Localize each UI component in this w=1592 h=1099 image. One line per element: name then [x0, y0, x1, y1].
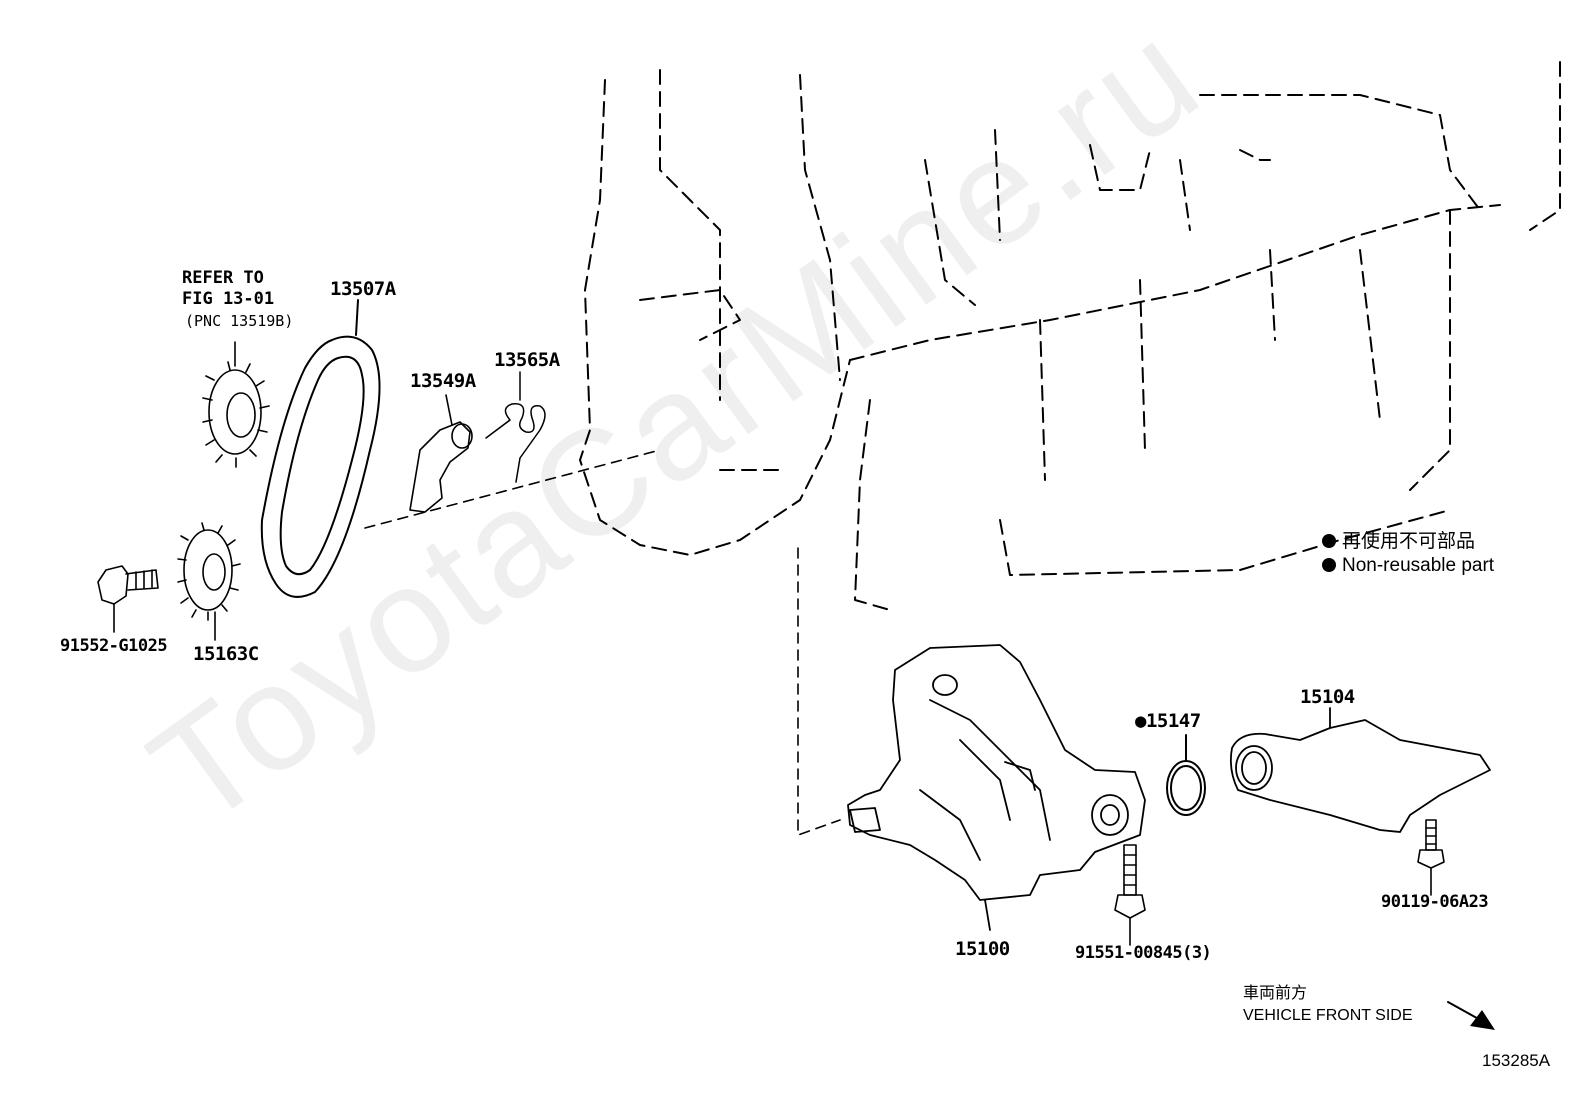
part-label-o-ring[interactable]: ●15147: [1135, 710, 1201, 732]
legend-en: Non-reusable part: [1322, 556, 1494, 575]
diagram-id: 153285A: [1482, 1051, 1551, 1070]
reference-line-2: FIG 13-01: [182, 289, 275, 309]
part-label-pump-bolt[interactable]: 91551-00845(3): [1075, 943, 1212, 963]
part-label-sprocket[interactable]: 15163C: [193, 643, 259, 665]
part-label-sprocket-bolt[interactable]: 91552-G1025: [60, 636, 168, 656]
chain-slipper: [409, 394, 473, 513]
part-label-slipper[interactable]: 13549A: [410, 370, 476, 392]
crank-sprocket: [177, 522, 241, 641]
legend-jp: 再使用不可部品: [1322, 532, 1475, 551]
bullet-icon: [1322, 534, 1336, 548]
legend-jp-text: 再使用不可部品: [1342, 531, 1476, 552]
legend-en-text: Non-reusable part: [1342, 555, 1495, 576]
o-ring: [1166, 734, 1206, 816]
reference-line-3: (PNC 13519B): [185, 312, 294, 330]
part-label-strainer[interactable]: 15104: [1300, 686, 1355, 708]
part-label-spring[interactable]: 13565A: [494, 349, 560, 371]
tensioner-spring: [485, 371, 546, 483]
part-label-oil-pump[interactable]: 15100: [955, 938, 1010, 960]
engine-block-outline: [579, 61, 1561, 611]
part-label-chain[interactable]: 13507A: [330, 278, 396, 300]
timing-chain: [260, 299, 381, 598]
orientation-jp: 車両前方: [1243, 985, 1308, 1002]
bullet-icon: [1322, 558, 1336, 572]
alignment-leaders: [364, 449, 841, 836]
strainer-bolt: [1417, 819, 1445, 896]
oil-pump: [847, 644, 1146, 931]
reference-line-1: REFER TO: [182, 268, 264, 288]
sprocket-bolt: [97, 565, 159, 633]
camshaft-sprocket: [202, 341, 270, 468]
pump-bolt: [1114, 844, 1146, 946]
oil-strainer: [1229, 707, 1491, 833]
orientation-en: VEHICLE FRONT SIDE: [1243, 1007, 1413, 1024]
arrow-head-icon: [1470, 1010, 1495, 1030]
part-label-strainer-bolt[interactable]: 90119-06A23: [1381, 892, 1489, 912]
